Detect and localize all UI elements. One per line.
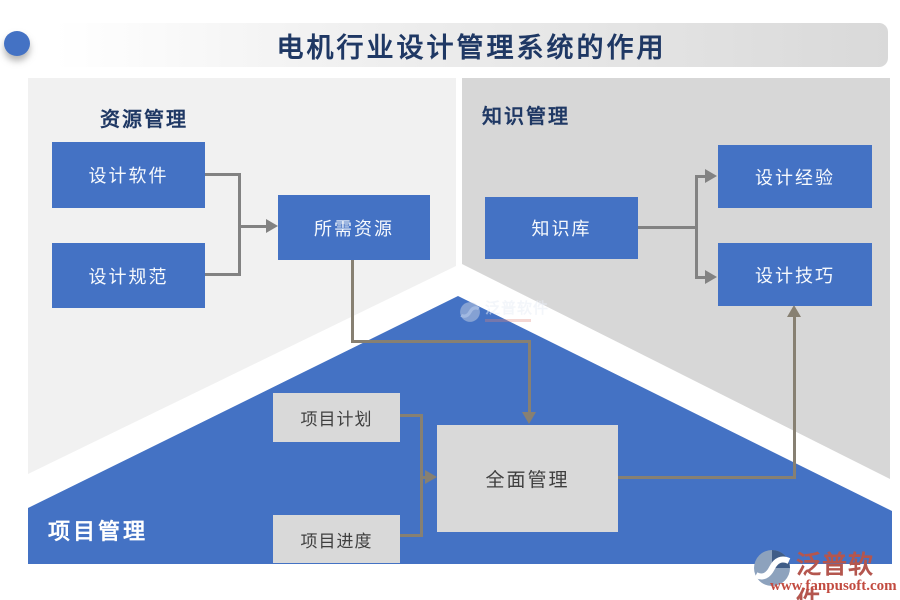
connector-overall-up — [793, 317, 796, 479]
connector-required-drop — [528, 343, 531, 413]
connector-to-overall — [420, 476, 427, 479]
node-design-spec: 设计规范 — [52, 243, 205, 308]
node-design-experience: 设计经验 — [718, 145, 872, 208]
connector-plan-out — [400, 414, 423, 417]
watermark-swirl-icon — [460, 302, 480, 322]
resource-heading: 资源管理 — [100, 109, 188, 131]
node-project-progress: 项目进度 — [273, 515, 400, 563]
connector-resource-vertical — [238, 173, 241, 276]
connector-progress-out — [400, 534, 423, 537]
knowledge-heading: 知识管理 — [482, 106, 570, 128]
logo-brand-text: 泛普软件 — [796, 552, 875, 600]
connector-to-skill — [698, 276, 706, 279]
arrowhead-into-experience — [705, 169, 717, 183]
logo-url-text: www.fanpusoft.com — [770, 578, 897, 594]
node-design-skill: 设计技巧 — [718, 243, 872, 306]
arrowhead-into-overall-top — [522, 412, 536, 424]
connector-base-out — [638, 226, 697, 229]
connector-required-down — [351, 260, 354, 343]
connector-software-elbow — [205, 173, 240, 176]
node-project-plan: 项目计划 — [273, 393, 400, 442]
watermark-brand: 泛普软件 — [485, 301, 550, 317]
arrowhead-into-overall-left — [425, 470, 437, 484]
connector-project-vertical — [420, 414, 423, 537]
connector-overall-right — [618, 476, 796, 479]
arrowhead-into-required — [266, 219, 278, 233]
connector-spec-elbow — [205, 273, 241, 276]
arrowhead-into-skill — [705, 270, 717, 284]
center-watermark: 泛普软件 — [459, 301, 549, 323]
arrowhead-into-skill-bottom — [787, 305, 801, 317]
connector-required-across — [351, 340, 531, 343]
watermark-subline — [485, 319, 531, 322]
node-required-resources: 所需资源 — [278, 195, 430, 260]
bullet-ellipse-icon — [4, 31, 30, 56]
fanpu-swirl-icon — [754, 550, 791, 586]
connector-knowledge-vertical — [695, 175, 698, 279]
fanpu-logo: 泛普软件 www.fanpusoft.com — [752, 545, 897, 600]
title-bar: 电机行业设计管理系统的作用 — [55, 23, 888, 67]
page-title: 电机行业设计管理系统的作用 — [276, 32, 667, 63]
connector-to-experience — [698, 175, 706, 178]
project-heading: 项目管理 — [48, 519, 149, 544]
node-design-software: 设计软件 — [52, 142, 205, 208]
node-overall-management: 全面管理 — [437, 425, 618, 532]
node-knowledge-base: 知识库 — [485, 197, 638, 259]
connector-to-required — [241, 225, 266, 228]
